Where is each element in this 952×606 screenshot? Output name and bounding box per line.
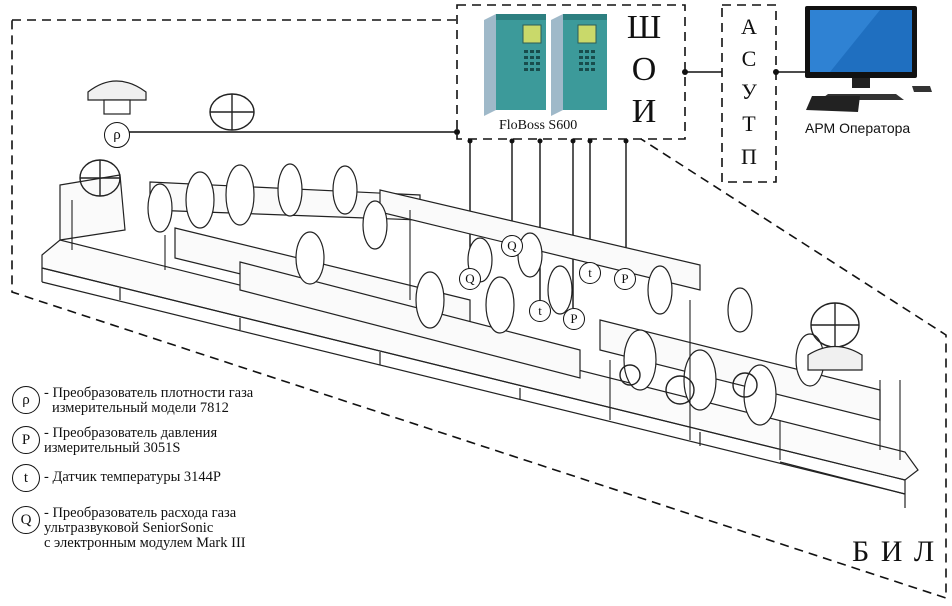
asutp-box — [721, 4, 777, 183]
connection-dots — [454, 69, 779, 144]
floboss-cabinet-right — [551, 14, 607, 116]
legend-symbol: Q — [12, 506, 40, 534]
sensor-pressure-1: P — [563, 308, 585, 330]
legend-symbol: t — [12, 464, 40, 492]
sensor-flow-2: Q — [501, 235, 523, 257]
bil-boundary — [11, 19, 947, 600]
sensor-temp-1: t — [529, 300, 551, 322]
legend-item-flow: Q - Преобразователь расхода газа ультраз… — [12, 506, 246, 551]
legend-text: - Датчик температуры 3144P — [44, 469, 221, 485]
operator-workstation — [805, 6, 932, 112]
sensor-pressure-2: P — [614, 268, 636, 290]
floboss-cabinet-left — [484, 14, 546, 116]
asutp-letter-3: У — [741, 79, 757, 104]
asutp-letter-5: П — [741, 144, 757, 169]
supports — [71, 200, 901, 460]
shoi-letter-3: И — [631, 93, 657, 130]
sensor-density: ρ — [104, 122, 130, 148]
sensor-flow-1: Q — [459, 268, 481, 290]
legend-symbol: ρ — [12, 386, 40, 414]
floboss-label: FloBoss S600 — [499, 118, 578, 133]
legend-text: - Преобразователь расхода газа ультразву… — [44, 505, 246, 551]
legend-text: - Преобразователь плотности газа измерит… — [44, 385, 254, 416]
legend-text: - Преобразователь давления измерительный… — [44, 425, 218, 456]
shoi-letter-2: О — [631, 51, 657, 88]
arm-label: АРМ Оператора — [805, 120, 911, 136]
connection-lines — [128, 71, 818, 308]
legend-symbol: P — [12, 426, 40, 454]
sensor-temp-2: t — [579, 262, 601, 284]
bil-label: Б И Л — [852, 535, 937, 568]
domed-tank — [87, 80, 863, 371]
legend-item-density: ρ - Преобразователь плотности газа измер… — [12, 386, 253, 416]
handwheels — [79, 93, 860, 405]
flanges-and-valves — [147, 163, 825, 426]
legend-item-temperature: t - Датчик температуры 3144P — [12, 464, 221, 492]
legend-item-pressure: P - Преобразователь давления измерительн… — [12, 426, 217, 456]
shoi-letter-1: Ш — [626, 9, 662, 46]
asutp-letter-2: С — [741, 46, 757, 71]
asutp-letter-1: А — [741, 14, 757, 39]
asutp-letter-4: Т — [742, 111, 756, 136]
